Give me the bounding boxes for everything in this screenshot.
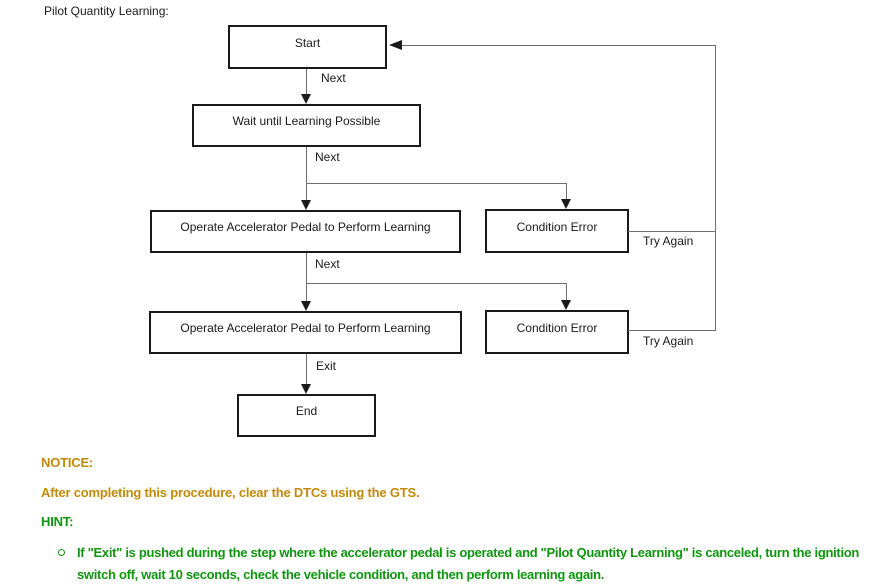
flowchart-node-condition-error-1: Condition Error <box>485 209 629 253</box>
edge-label-next-2: Next <box>315 150 340 164</box>
notice-heading: NOTICE: <box>41 455 94 470</box>
connector-start-to-wait <box>306 69 307 95</box>
flowchart-node-wait-until-learning-possible: Wait until Learning Possible <box>192 104 421 147</box>
connector-return-vertical <box>715 45 716 331</box>
connector-operate1-to-operate2 <box>306 253 307 302</box>
connector-condition1-try-again <box>628 231 715 232</box>
edge-label-exit: Exit <box>316 359 337 373</box>
arrow-down-icon <box>301 94 311 104</box>
connector-tee2-to-condition2 <box>566 283 567 301</box>
hint-item: If "Exit" is pushed during the step wher… <box>77 545 860 582</box>
connector-return-to-start <box>401 45 716 46</box>
flowchart-node-start: Start <box>228 25 387 69</box>
arrow-down-icon <box>301 384 311 394</box>
connector-tee1-to-condition1 <box>566 183 567 200</box>
edge-label-next-1: Next <box>321 71 346 85</box>
edge-label-try-again-1: Try Again <box>643 234 694 248</box>
connector-tee2-horizontal <box>306 283 567 284</box>
arrow-left-icon <box>389 40 402 50</box>
edge-label-next-3: Next <box>315 257 340 271</box>
connector-operate2-to-end <box>306 354 307 385</box>
flowchart-node-operate-accelerator-pedal-2: Operate Accelerator Pedal to Perform Lea… <box>149 311 462 354</box>
arrow-down-icon <box>301 200 311 210</box>
bullet-circle-icon <box>58 549 65 556</box>
flowchart-node-operate-accelerator-pedal-1: Operate Accelerator Pedal to Perform Lea… <box>150 210 461 253</box>
connector-wait-to-operate1 <box>306 147 307 201</box>
connector-condition2-try-again <box>628 330 715 331</box>
notice-body: After completing this procedure, clear t… <box>41 485 420 500</box>
flowchart-node-end: End <box>237 394 376 437</box>
arrow-down-icon <box>561 199 571 209</box>
edge-label-try-again-2: Try Again <box>643 334 694 348</box>
flowchart-node-condition-error-2: Condition Error <box>485 310 629 354</box>
connector-tee1-horizontal <box>306 183 567 184</box>
page-title: Pilot Quantity Learning: <box>44 4 169 18</box>
arrow-down-icon <box>561 300 571 310</box>
arrow-down-icon <box>301 301 311 311</box>
hint-heading: HINT: <box>41 514 74 529</box>
